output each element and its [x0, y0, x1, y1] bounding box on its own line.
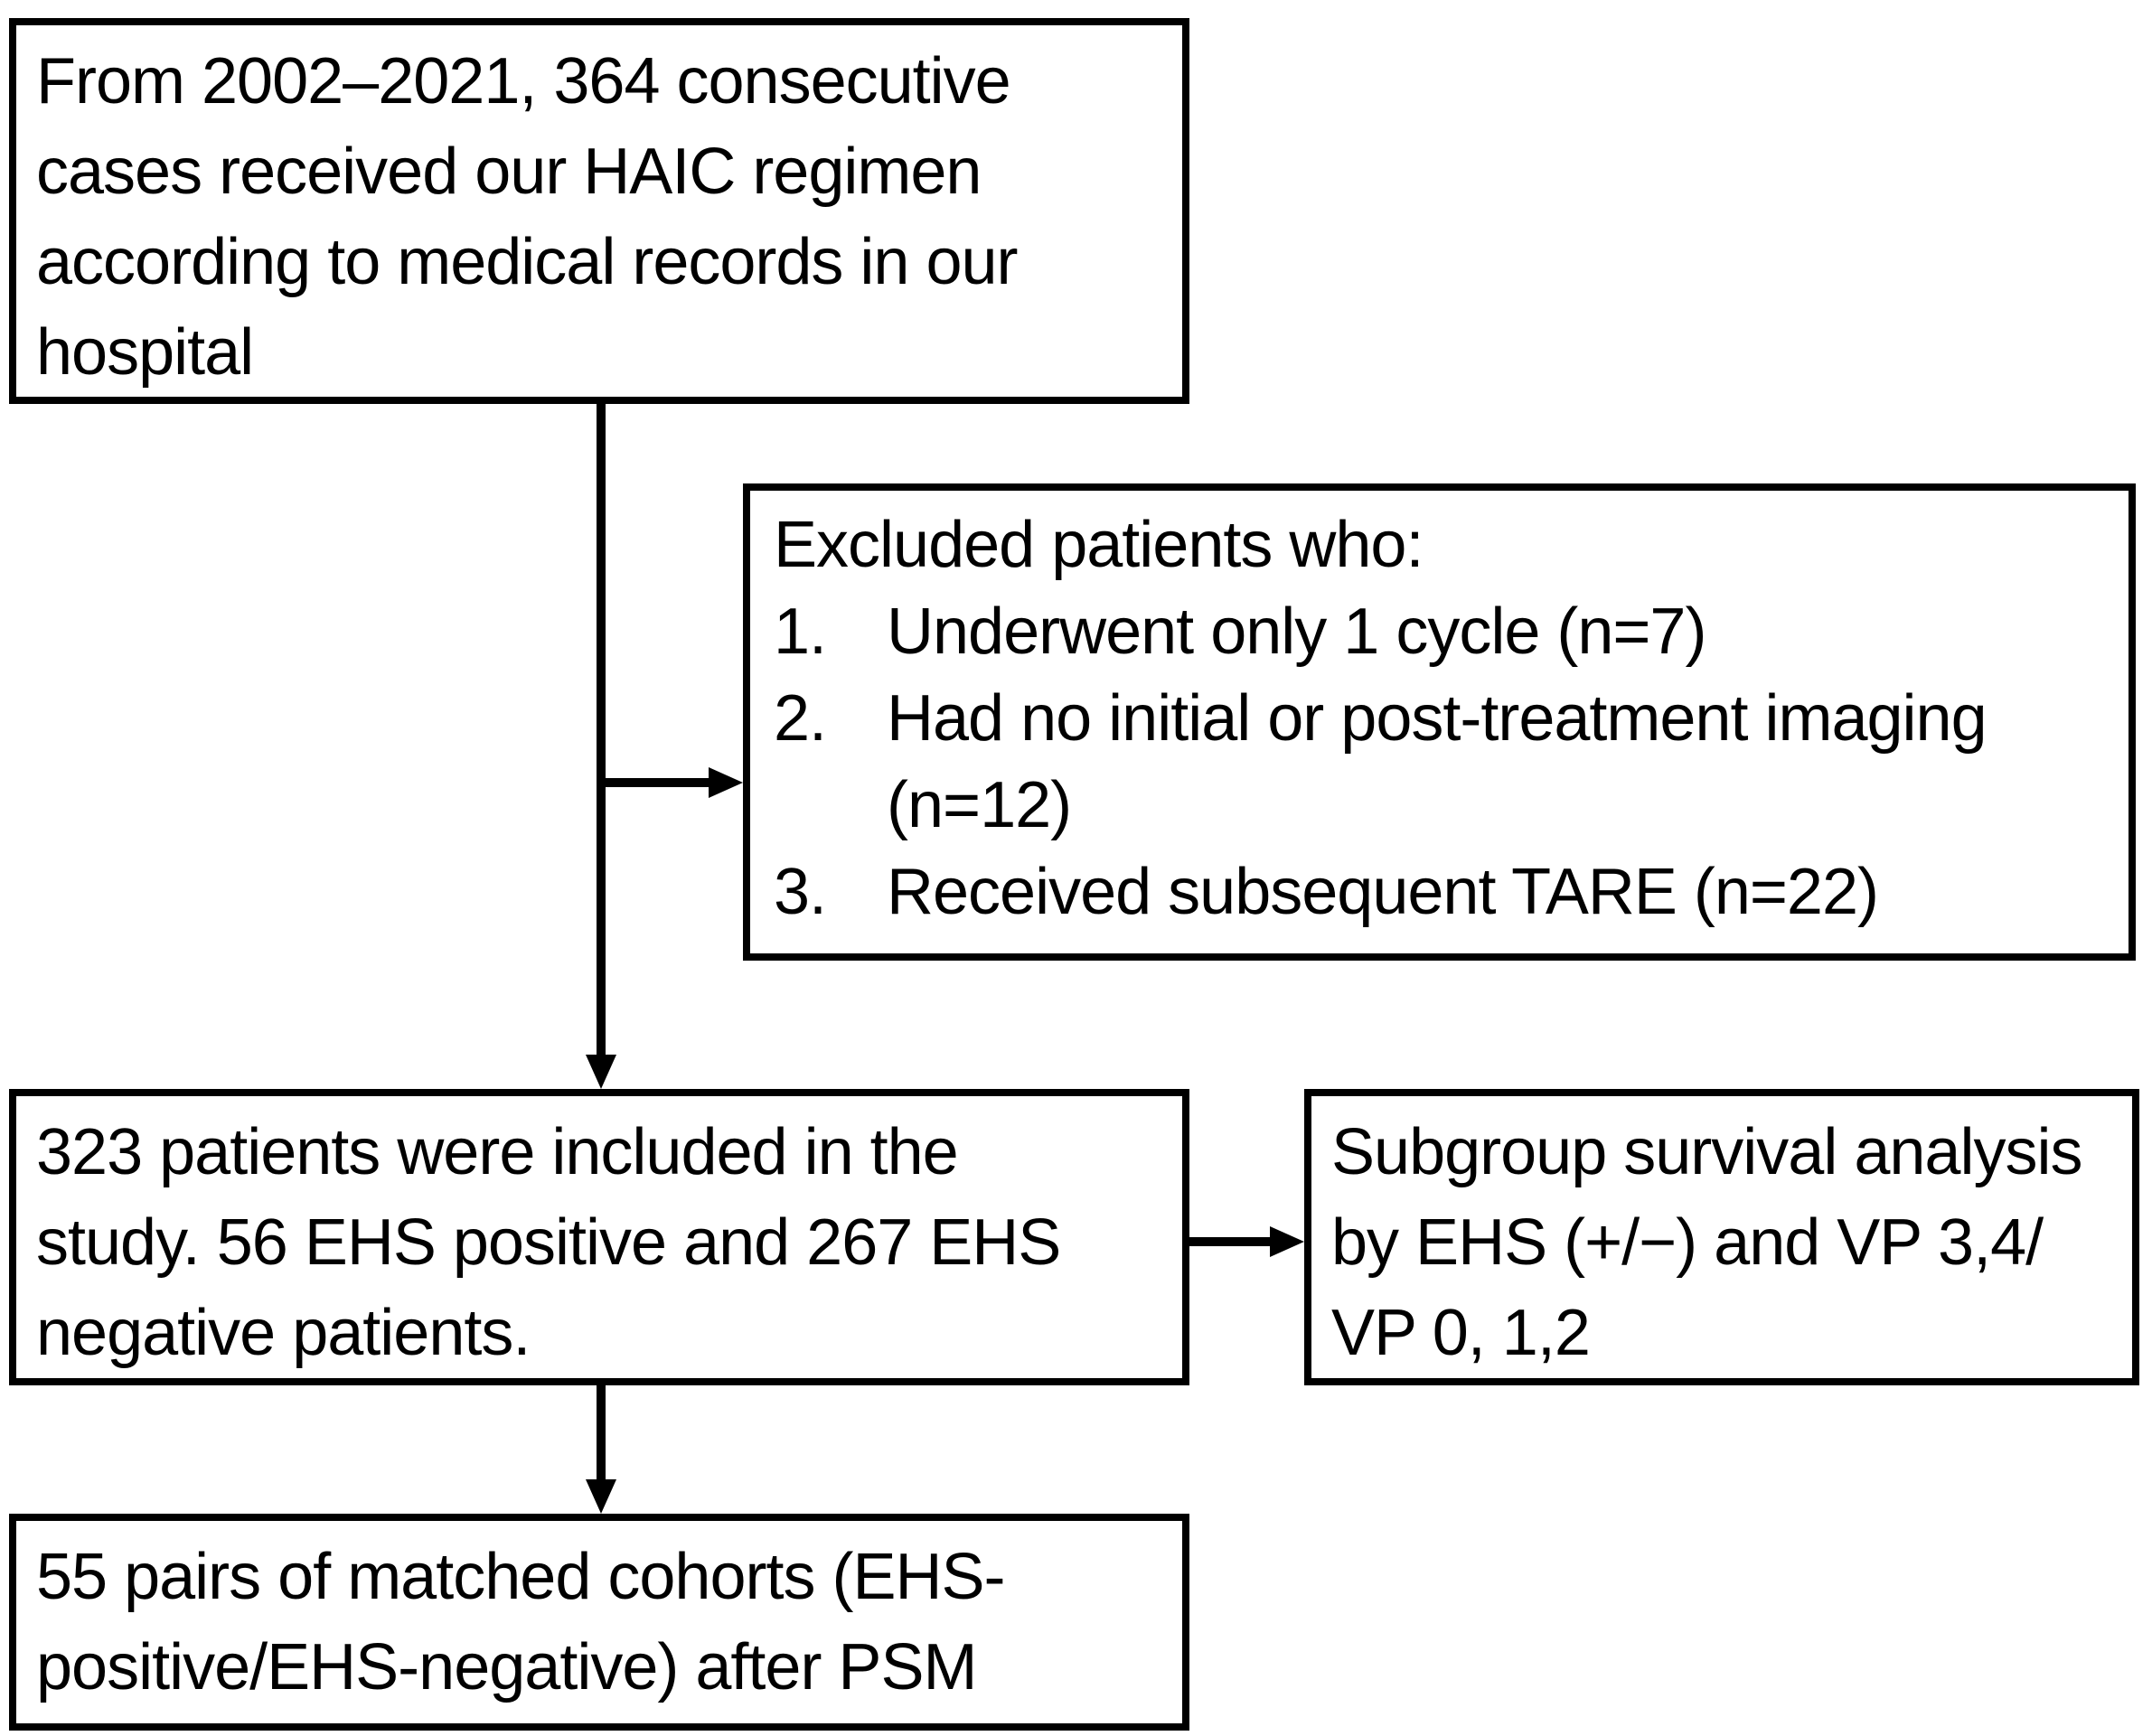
subgroup-line: by EHS (+/−) and VP 3,4/ — [1331, 1206, 2044, 1279]
excluded-item-2-continuation: (n=12) — [887, 769, 1072, 841]
arrow-line-branch-to-excluded — [597, 778, 714, 787]
excluded-item-3-text: Received subsequent TARE (n=22) — [887, 856, 1879, 928]
excluded-item-3: 3. Received subsequent TARE (n=22) — [774, 849, 2119, 935]
excluded-item-3-number: 3. — [774, 856, 827, 928]
source-line: From 2002–2021, 364 consecutive — [36, 45, 1011, 117]
subgroup-line: VP 0, 1,2 — [1331, 1297, 1591, 1369]
matched-cohorts-text: 55 pairs of matched cohorts (EHS- positi… — [16, 1521, 1182, 1713]
subgroup-analysis-text: Subgroup survival analysis by EHS (+/−) … — [1311, 1096, 2132, 1378]
excluded-patients-text: Excluded patients who: 1. Underwent only … — [750, 491, 2129, 935]
arrowhead-down-into-matched — [586, 1479, 616, 1514]
subgroup-line: Subgroup survival analysis — [1331, 1116, 2082, 1188]
matched-line: positive/EHS-negative) after PSM — [36, 1631, 977, 1703]
source-line: according to medical records in our — [36, 226, 1019, 298]
excluded-item-1-number: 1. — [774, 596, 827, 668]
source-line: hospital — [36, 316, 254, 389]
included-line: 323 patients were included in the — [36, 1116, 959, 1188]
matched-line: 55 pairs of matched cohorts (EHS- — [36, 1541, 1005, 1613]
flow-box-matched-cohorts: 55 pairs of matched cohorts (EHS- positi… — [9, 1514, 1189, 1731]
source-cohort-text: From 2002–2021, 364 consecutive cases re… — [16, 25, 1182, 398]
included-patients-text: 323 patients were included in the study.… — [16, 1096, 1182, 1378]
arrowhead-down-into-included — [586, 1055, 616, 1089]
excluded-item-2-text: Had no initial or post-treatment imaging — [887, 682, 1988, 755]
excluded-item-1-text: Underwent only 1 cycle (n=7) — [887, 596, 1706, 668]
flow-box-included-patients: 323 patients were included in the study.… — [9, 1089, 1189, 1385]
arrowhead-right-into-subgroup — [1270, 1226, 1304, 1257]
arrowhead-right-into-excluded — [709, 767, 743, 798]
source-line: cases received our HAIC regimen — [36, 136, 982, 208]
arrow-line-source-to-included — [597, 404, 606, 1057]
flow-box-subgroup-analysis: Subgroup survival analysis by EHS (+/−) … — [1304, 1089, 2139, 1385]
excluded-title: Excluded patients who: — [774, 509, 1424, 581]
arrow-line-included-to-matched — [597, 1385, 606, 1481]
excluded-item-2-number: 2. — [774, 682, 827, 755]
flow-box-source-cohort: From 2002–2021, 364 consecutive cases re… — [9, 18, 1189, 404]
included-line: study. 56 EHS positive and 267 EHS — [36, 1206, 1061, 1279]
excluded-item-1: 1. Underwent only 1 cycle (n=7) — [774, 588, 2119, 675]
excluded-item-2: 2. Had no initial or post-treatment imagi… — [774, 675, 2119, 762]
flow-box-excluded-patients: Excluded patients who: 1. Underwent only … — [743, 483, 2136, 961]
included-line: negative patients. — [36, 1297, 531, 1369]
arrow-line-included-to-subgroup — [1189, 1237, 1273, 1246]
